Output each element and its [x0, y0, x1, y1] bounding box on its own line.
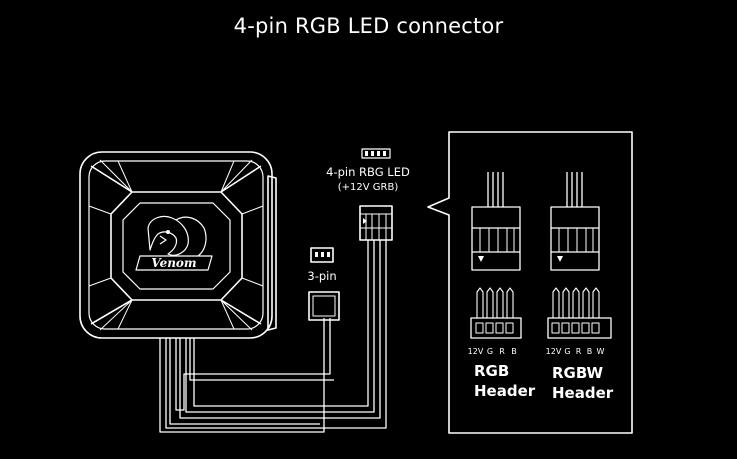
- rgb-pin-label: R: [499, 347, 505, 356]
- rgbw-pin-label: G: [564, 347, 571, 356]
- venom-logo: Venom: [135, 215, 213, 271]
- pump-device: Venom: [79, 151, 277, 339]
- rgbw-pin-label: B: [586, 347, 593, 356]
- led-connector-label: 4-pin RBG LED (+12V GRB): [318, 165, 418, 195]
- rgbw-header-label-line1: RGBW: [552, 364, 604, 382]
- rgbw-pin-label: R: [575, 347, 582, 356]
- callout-box: [427, 131, 633, 434]
- three-pin-connector: [308, 247, 340, 321]
- led-connector-label-line2: (+12V GRB): [337, 182, 399, 193]
- rgb-header-diagram: [470, 172, 522, 339]
- rgbw-header-label: RGBW Header: [552, 363, 613, 403]
- rgbw-pin-label: 12V: [545, 347, 562, 356]
- rgbw-header-label-line2: Header: [552, 384, 614, 402]
- rgbw-pin-label: W: [596, 347, 605, 356]
- three-pin-label: 3-pin: [307, 269, 337, 283]
- rgb-header-label-line2: Header: [474, 382, 536, 400]
- rgb-pin-label: 12V: [467, 347, 484, 356]
- diagram-title: 4-pin RGB LED connector: [233, 14, 504, 38]
- rgb-header-label: RGB Header: [474, 361, 535, 401]
- four-pin-led-connector: [359, 148, 393, 241]
- rgbw-header-diagram: [547, 172, 612, 339]
- rgb-pin-label: B: [511, 347, 517, 356]
- svg-text:Venom: Venom: [151, 256, 196, 270]
- rgb-pin-labels: 12V G R B: [467, 347, 520, 356]
- led-connector-label-line1: 4-pin RBG LED: [326, 165, 410, 179]
- rgb-pin-label: G: [486, 347, 494, 356]
- rgbw-pin-labels: 12V G R B W: [545, 347, 606, 356]
- rgb-header-label-line1: RGB: [474, 362, 510, 380]
- cable-bundle: [159, 240, 387, 433]
